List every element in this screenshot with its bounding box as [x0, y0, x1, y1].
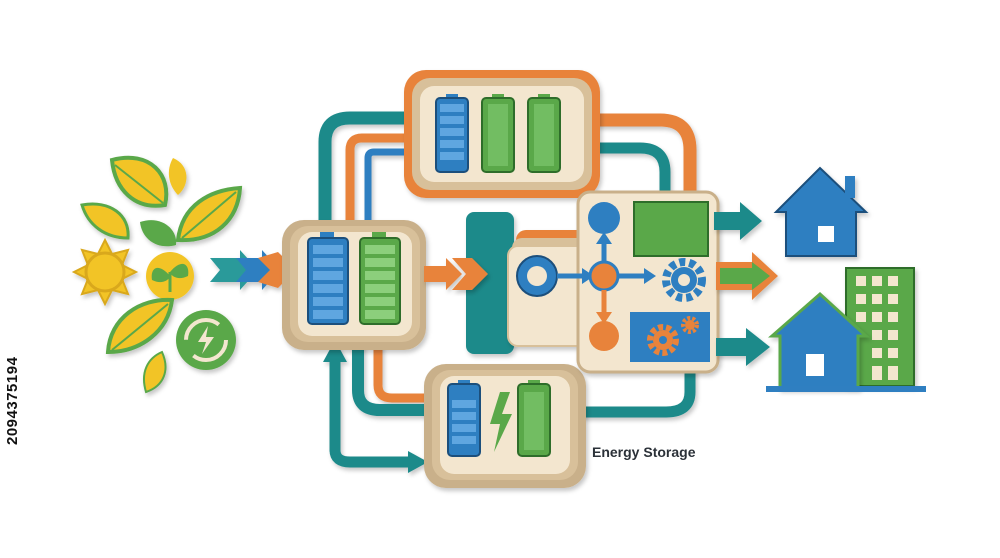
battery-box-left — [282, 220, 426, 350]
battery-icon — [307, 232, 349, 325]
energy-storage-caption: Energy Storage — [592, 444, 696, 460]
output-arrow-top — [714, 202, 762, 240]
energy-recycle-icon — [176, 310, 236, 370]
house-icon — [768, 291, 870, 390]
output-arrow-bottom — [716, 328, 770, 366]
gear-icon — [681, 316, 699, 334]
connector-pipes — [318, 111, 697, 473]
control-panel — [507, 190, 720, 374]
leaf-icon — [109, 155, 169, 208]
orange-pipe — [345, 133, 423, 245]
house-icon — [773, 166, 869, 257]
battery-icon — [435, 94, 469, 173]
sprout-icon — [146, 252, 194, 300]
leaf-icon — [80, 202, 130, 240]
gear-icon — [662, 258, 706, 302]
output-arrow-middle-inner — [720, 262, 770, 290]
leaf-icon — [143, 350, 167, 394]
teal-pipe — [329, 444, 416, 468]
gear-icon — [647, 324, 679, 356]
battery-icon — [517, 380, 551, 457]
battery-icon — [359, 232, 401, 325]
leaf-icon — [168, 158, 187, 195]
lightning-icon — [490, 392, 512, 452]
sun-icon — [71, 237, 139, 307]
orange-pipe — [593, 113, 697, 207]
leaf-icon — [105, 297, 175, 355]
battery-icon — [481, 94, 515, 173]
ground-line — [766, 386, 926, 392]
blue-pipe — [364, 148, 422, 244]
central-connector — [466, 212, 514, 354]
battery-box-top — [404, 70, 600, 198]
leaf-icon — [175, 185, 243, 243]
flow-node — [588, 202, 620, 234]
output-arrows — [714, 202, 778, 366]
orange-pipe — [373, 335, 435, 403]
teal-pipe — [594, 142, 671, 206]
battery-icon — [527, 94, 561, 173]
image-id-label: 2094375194 — [4, 356, 21, 445]
leaf-icon — [140, 220, 177, 247]
teal-pipe — [318, 111, 425, 247]
renewable-sources-cluster — [71, 155, 243, 394]
flow-node — [589, 321, 619, 351]
flow-arrow — [424, 258, 488, 290]
flow-node — [516, 255, 558, 297]
flow-node — [588, 260, 620, 292]
teal-pipe — [352, 334, 436, 416]
battery-icon — [447, 380, 481, 457]
battery-box-bottom — [424, 364, 586, 488]
teal-pipe — [579, 354, 696, 418]
